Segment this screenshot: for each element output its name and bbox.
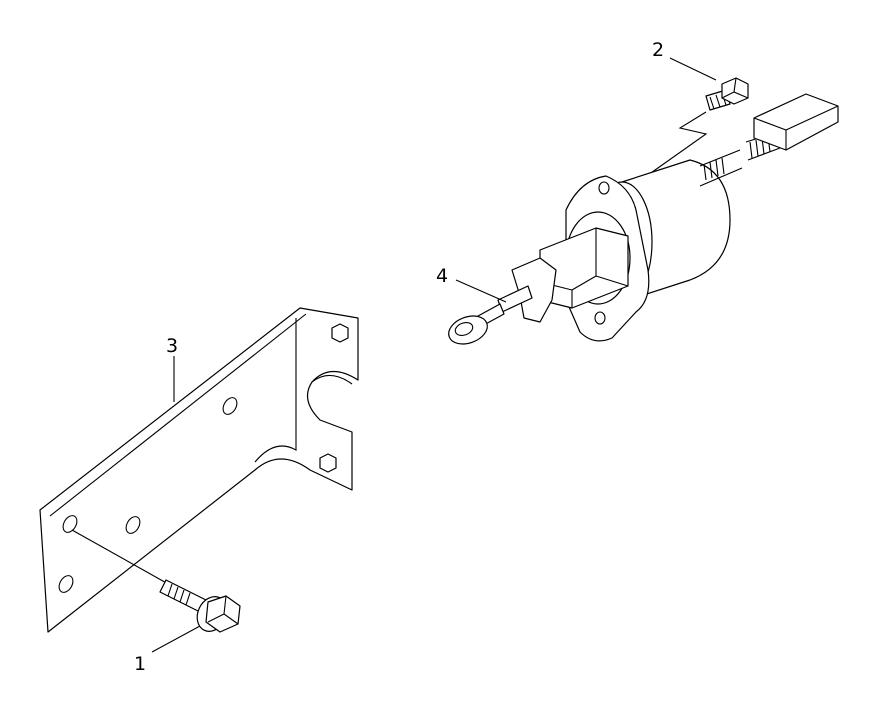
callout-leaders: [151, 57, 717, 653]
bracket-hole: [62, 515, 78, 533]
connector-plug: [753, 93, 839, 151]
hex-nut: [319, 453, 337, 473]
bracket-hole: [125, 516, 141, 534]
bracket-hole: [58, 575, 74, 593]
wire-coil: [699, 131, 781, 187]
callout-label-4: 4: [436, 265, 448, 287]
solenoid-rod-end: [448, 303, 505, 345]
callout-label-1: 1: [134, 653, 146, 675]
mounting-bracket: [39, 307, 359, 633]
bracket-hole: [222, 397, 238, 415]
bolt-lower: [71, 529, 241, 633]
flange-hole: [594, 311, 606, 325]
flange-hole: [598, 181, 610, 195]
callout-label-3: 3: [166, 335, 178, 357]
callout-label-2: 2: [652, 39, 664, 61]
solenoid: [448, 93, 839, 345]
hex-nut: [331, 323, 349, 343]
bolt-upper: [647, 77, 749, 176]
